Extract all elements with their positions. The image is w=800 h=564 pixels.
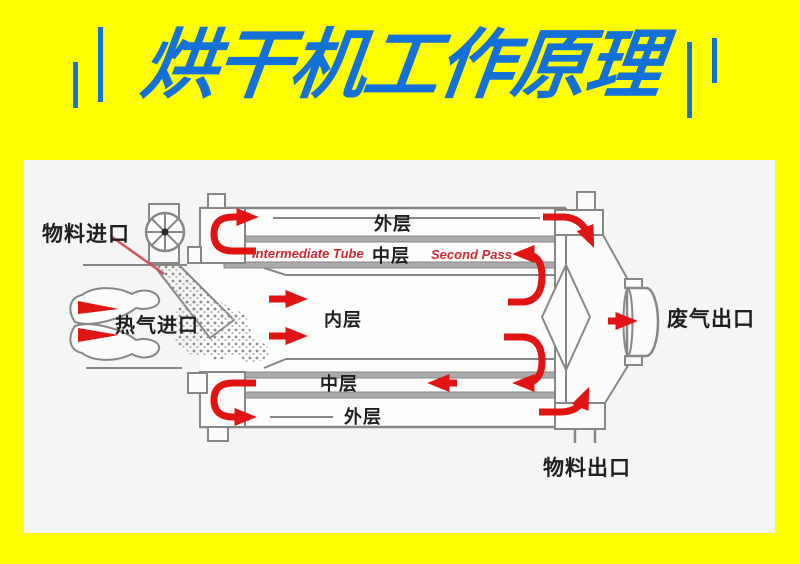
label-exhaust-outlet: 废气出口 xyxy=(667,308,755,331)
drum-body xyxy=(83,193,632,442)
label-hot-air-inlet: 热气进口 xyxy=(115,315,199,337)
feed-fan xyxy=(144,203,186,264)
outlet-legs xyxy=(573,429,597,443)
label-outer-layer-top: 外层 xyxy=(374,214,412,234)
discharge-chamber xyxy=(566,235,632,403)
arrow-exit-bottom-right xyxy=(539,386,590,416)
arrow-uturn-bottom-left xyxy=(210,379,257,427)
arrow-uturn-bottom-right xyxy=(504,333,546,393)
label-intermediate-tube: Intermediate Tube xyxy=(252,246,364,261)
label-middle-layer-bottom: 中层 xyxy=(320,374,358,394)
title-accent-bar-left-short xyxy=(73,62,78,108)
title-accent-bar-right-short xyxy=(712,38,717,83)
exhaust-pipe xyxy=(622,278,660,366)
material-pile xyxy=(174,300,252,360)
dryer-diagram xyxy=(69,191,660,443)
feed-hopper xyxy=(149,262,270,364)
page-title: 烘干机工作原理 xyxy=(136,23,666,108)
label-material-inlet: 物料进口 xyxy=(42,223,130,246)
left-journal-bottom xyxy=(187,372,208,394)
arrow-uturn-top-left xyxy=(210,207,259,255)
arrow-uturn-top-right xyxy=(508,244,546,306)
arrow-exit-top-right xyxy=(543,213,595,249)
diagram-panel: 物料进口 热气进口 外层 Intermediate Tube 中层 Second… xyxy=(24,160,775,533)
title-accent-bar-right-tall xyxy=(687,42,692,118)
label-inner-layer: 内层 xyxy=(324,310,362,330)
label-second-pass: Second Pass xyxy=(431,247,512,262)
label-outer-layer-bottom: 外层 xyxy=(344,407,382,427)
label-middle-layer-top: 中层 xyxy=(372,246,410,266)
label-material-outlet: 物料出口 xyxy=(543,457,631,480)
burner-flame-icon xyxy=(69,287,161,361)
material-inlet-pointer-line xyxy=(111,235,165,276)
flow-arrows xyxy=(210,207,638,427)
left-journal-top xyxy=(187,246,202,264)
title-accent-bar-left-tall xyxy=(98,27,103,102)
